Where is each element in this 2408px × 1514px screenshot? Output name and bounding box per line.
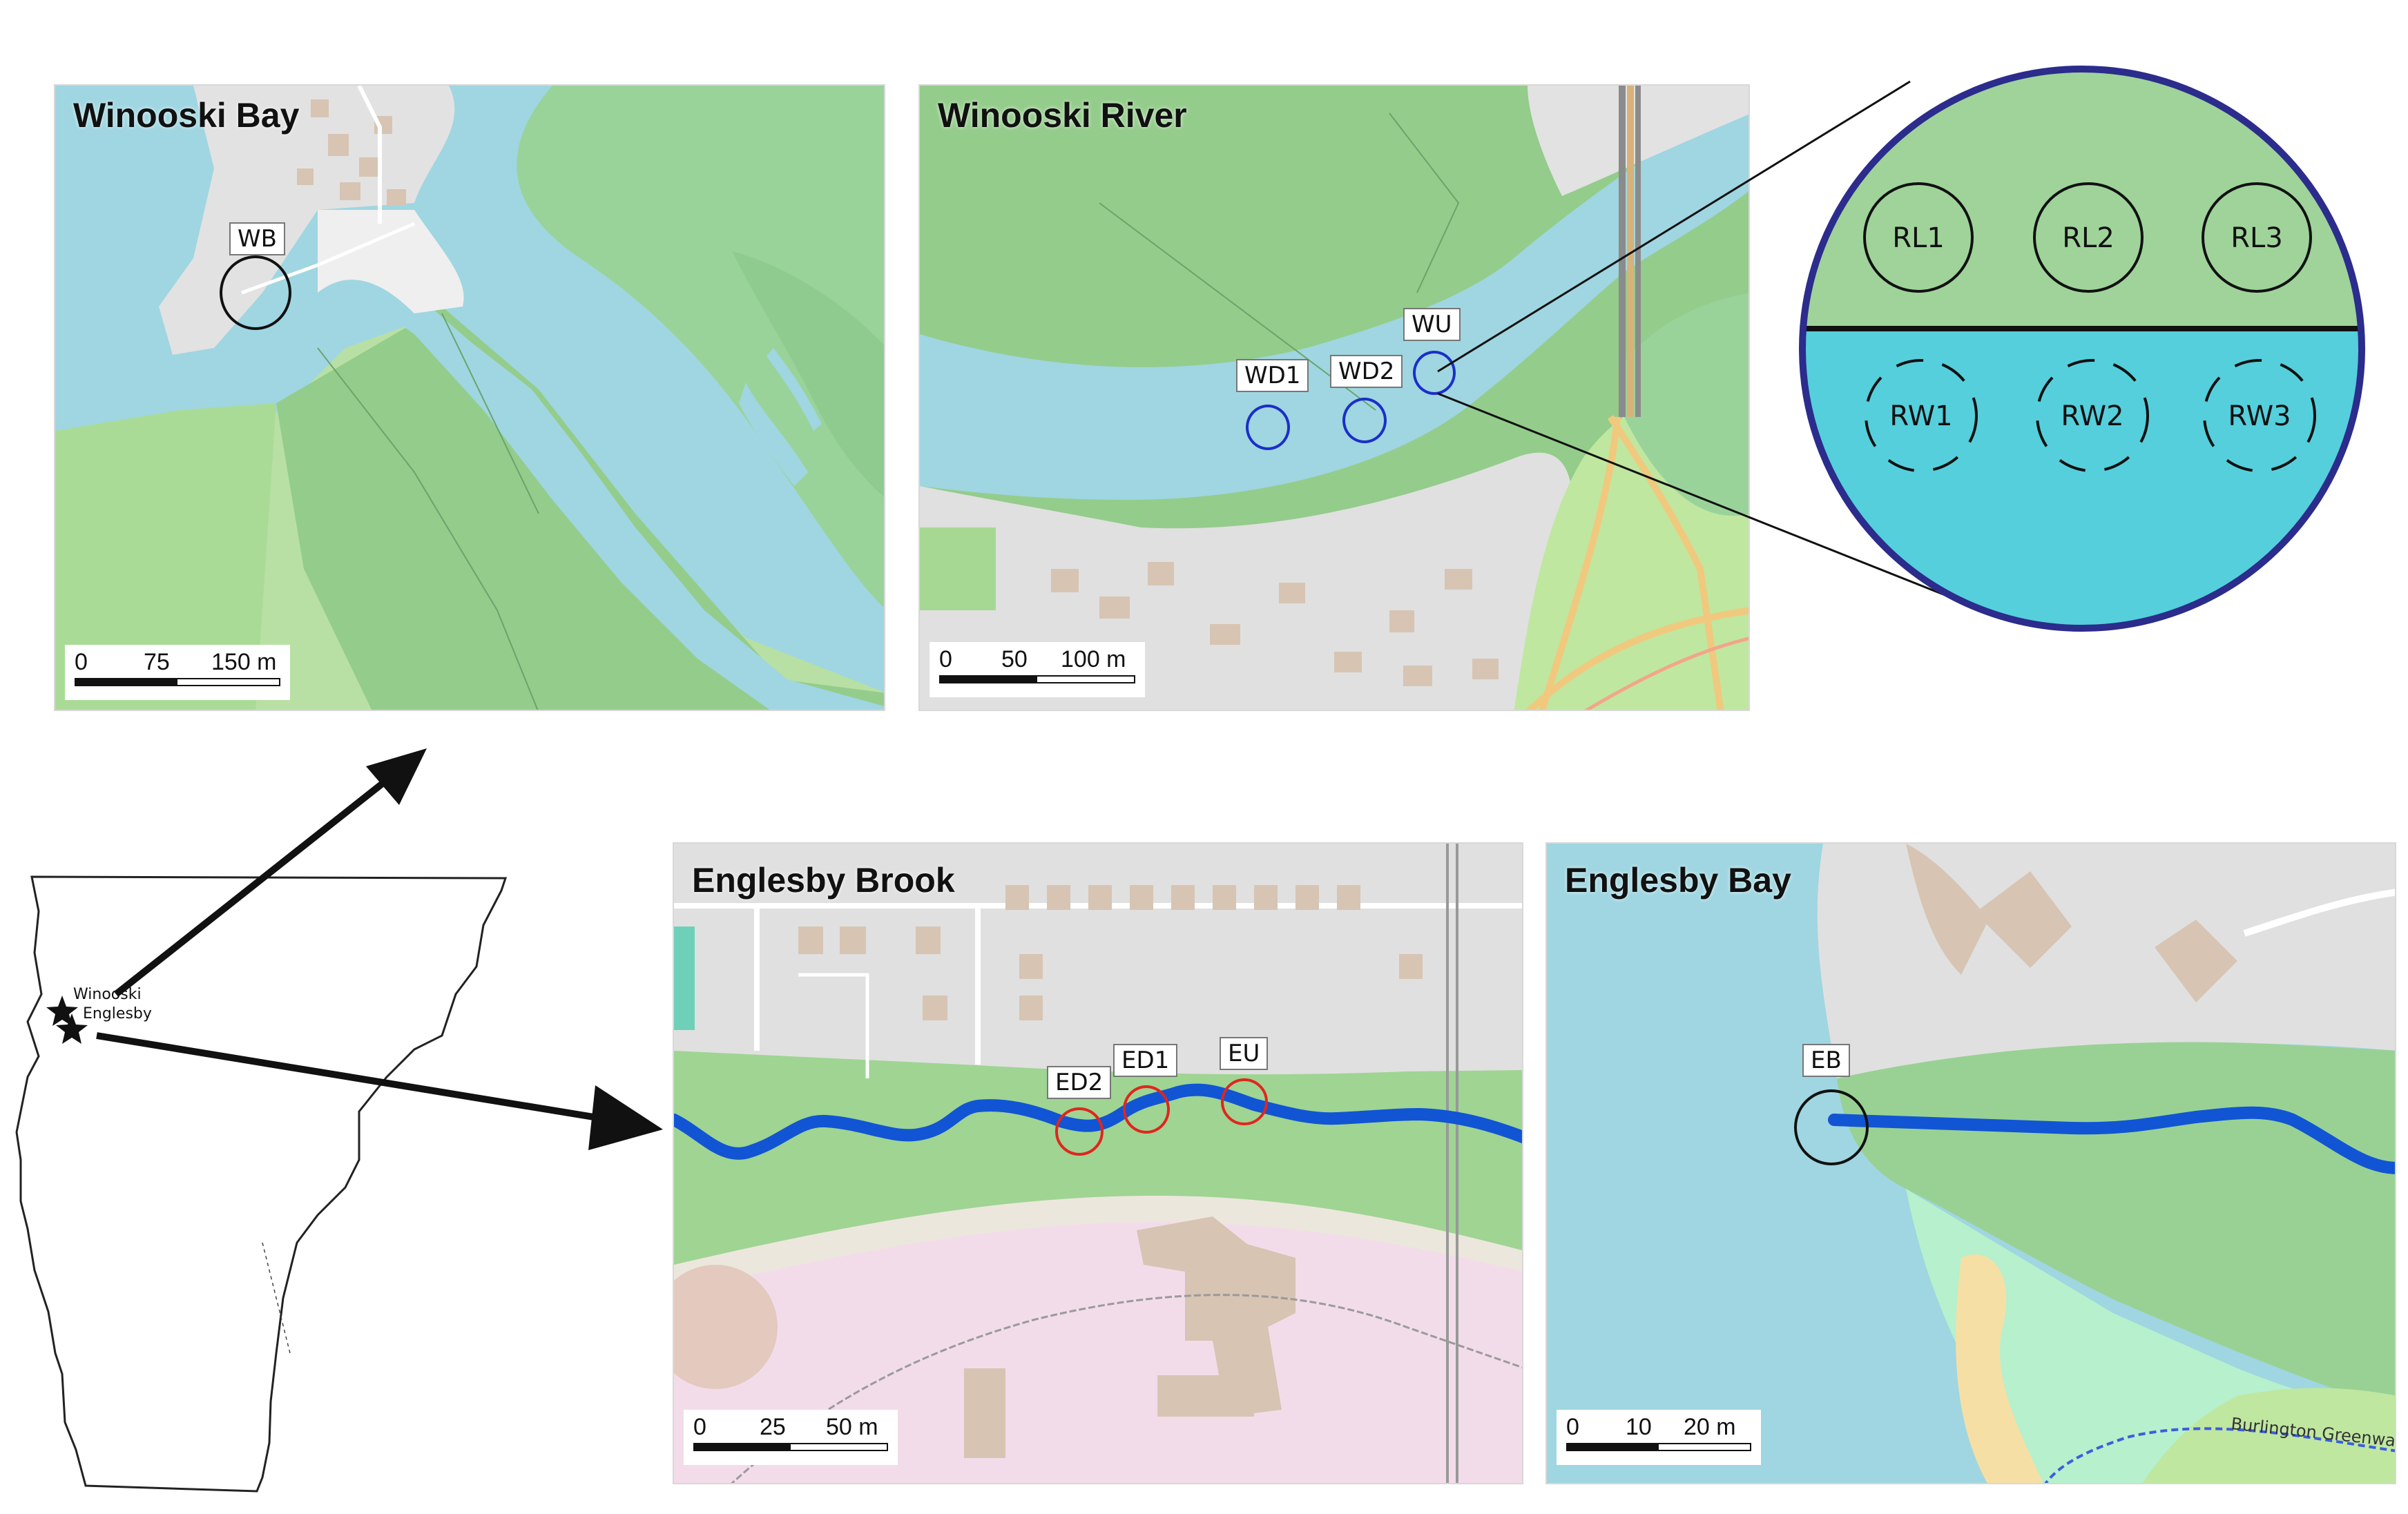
- site-marker-eu: [1221, 1078, 1268, 1125]
- scale-bar: 0 25 50 m: [684, 1410, 898, 1465]
- winooski-river-basemap: [920, 86, 1749, 710]
- map-panel-englesby-bay: Burlington Greenway Englesby Bay EB 0 10…: [1545, 842, 2396, 1484]
- replicate-water-label-2: RW2: [2061, 400, 2123, 432]
- scale-bar: 0 75 150 m: [65, 645, 290, 700]
- replicate-land-label-1: RL1: [1892, 222, 1945, 254]
- replicate-water-label-1: RW1: [1889, 400, 1952, 432]
- replicate-land-label-2: RL2: [2062, 222, 2115, 254]
- scale-tick-end: 50 m: [826, 1414, 878, 1440]
- scale-tick-0: 0: [1566, 1414, 1579, 1440]
- site-label-eu: EU: [1220, 1037, 1269, 1070]
- site-marker-wu: [1413, 351, 1456, 395]
- replicate-land-label-3: RL3: [2231, 222, 2283, 254]
- scale-tick-end: 150 m: [211, 649, 277, 675]
- scale-bar: 0 10 20 m: [1557, 1410, 1761, 1465]
- scale-bar: 0 50 100 m: [930, 642, 1145, 697]
- panel-title: Winooski Bay: [73, 96, 300, 135]
- site-marker-ed1: [1123, 1085, 1170, 1134]
- replicate-water-1: [1865, 359, 1978, 472]
- replicate-water-label-3: RW3: [2228, 400, 2291, 432]
- panel-title: Englesby Brook: [692, 861, 955, 900]
- site-label-ed1: ED1: [1113, 1044, 1178, 1077]
- state-outline: [15, 875, 508, 1493]
- stream-line: [1828, 1106, 2395, 1174]
- site-marker-wd2: [1342, 398, 1387, 443]
- scale-tick-mid: 25: [760, 1414, 786, 1440]
- site-marker-eb: [1794, 1089, 1869, 1165]
- replicate-land-2: [2033, 182, 2144, 293]
- map-panel-winooski-bay: Winooski Bay WB 0 75 150 m: [54, 84, 885, 711]
- state-marker-label-englesby: Englesby: [83, 1005, 152, 1022]
- site-label-eb: EB: [1802, 1044, 1850, 1077]
- replicate-water-2: [2036, 359, 2149, 472]
- site-label-wd1: WD1: [1236, 359, 1309, 392]
- scale-tick-0: 0: [693, 1414, 706, 1440]
- site-marker-wb: [220, 255, 291, 330]
- scale-tick-0: 0: [75, 649, 88, 675]
- site-marker-wd1: [1246, 405, 1290, 450]
- scale-tick-0: 0: [939, 646, 952, 672]
- scale-tick-mid: 75: [144, 649, 170, 675]
- map-panel-englesby-brook: Englesby Brook ED2 ED1 EU 0 25 50 m: [673, 842, 1523, 1484]
- englesby-bay-basemap: Burlington Greenway: [1547, 844, 2395, 1483]
- scale-tick-mid: 10: [1626, 1414, 1652, 1440]
- site-label-ed2: ED2: [1047, 1066, 1112, 1099]
- scale-tick-end: 100 m: [1061, 646, 1126, 672]
- panel-title: Winooski River: [938, 96, 1187, 135]
- map-panel-winooski-river: Winooski River WD1 WD2 WU 0 50 100 m: [918, 84, 1750, 711]
- site-label-wb: WB: [229, 222, 285, 255]
- scale-tick-mid: 50: [1001, 646, 1028, 672]
- scale-tick-end: 20 m: [1684, 1414, 1736, 1440]
- site-marker-ed2: [1055, 1107, 1104, 1156]
- replicate-land-3: [2202, 182, 2312, 293]
- replicate-inset: RL1 RL2 RL3 RW1 RW2 RW3: [1799, 66, 2365, 632]
- winooski-bay-basemap: [55, 86, 884, 710]
- englesby-brook-basemap: [674, 844, 1522, 1483]
- replicate-land-1: [1863, 182, 1974, 293]
- state-marker-label-winooski: Winooski: [73, 986, 142, 1003]
- panel-title: Englesby Bay: [1565, 861, 1791, 900]
- replicate-water-3: [2203, 359, 2316, 472]
- site-label-wd2: WD2: [1330, 355, 1403, 388]
- site-label-wu: WU: [1403, 308, 1461, 341]
